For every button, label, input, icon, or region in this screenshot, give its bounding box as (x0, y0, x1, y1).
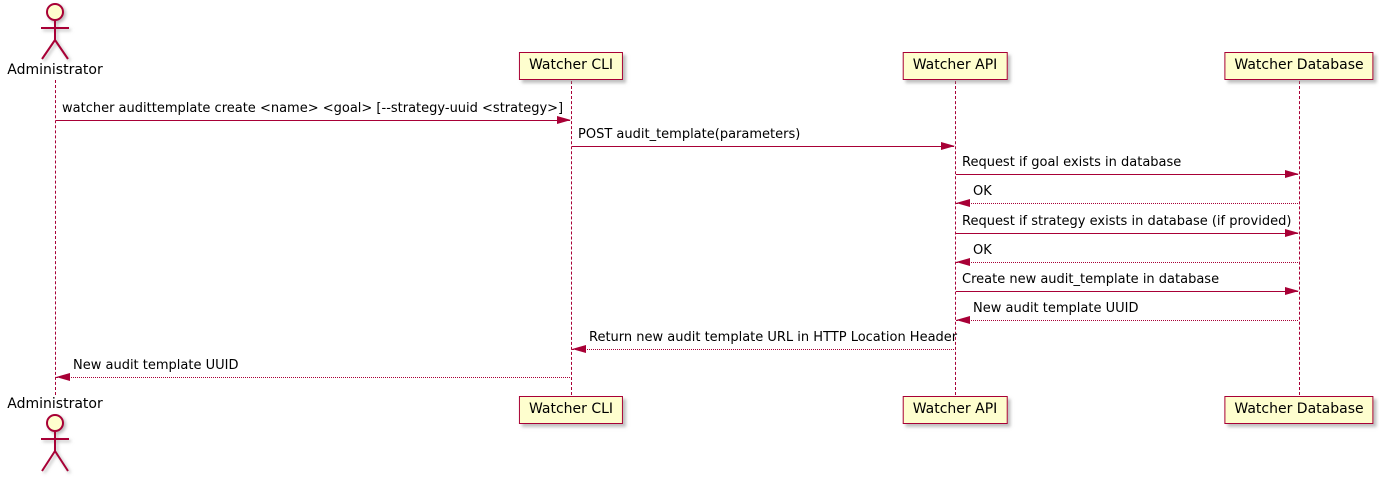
message-label: Create new audit_template in database (962, 272, 1220, 287)
arrowhead-icon (1285, 170, 1299, 178)
arrowhead-icon (572, 345, 586, 353)
lifeline-watcher-api (955, 81, 956, 395)
message-line (956, 174, 1298, 175)
participant-watcher-cli-top: Watcher CLI (518, 52, 624, 80)
message-line (956, 203, 1298, 204)
participant-watcher-database-bottom: Watcher Database (1224, 396, 1374, 424)
actor-label-administrator-bottom: Administrator (7, 396, 103, 412)
participant-watcher-database-top: Watcher Database (1224, 52, 1374, 80)
lifeline-watcher-database (1299, 81, 1300, 395)
message-line (572, 146, 954, 147)
participant-watcher-api-bottom: Watcher API (902, 396, 1008, 424)
lifeline-administrator (55, 80, 56, 395)
message-line (56, 120, 570, 121)
message-label: New audit template UUID (973, 301, 1139, 316)
message-line (956, 262, 1298, 263)
message-label: POST audit_template(parameters) (578, 127, 801, 142)
message-label: Return new audit template URL in HTTP Lo… (589, 330, 958, 345)
message-line (56, 377, 570, 378)
message-line (956, 320, 1298, 321)
message-label: watcher audittemplate create <name> <goa… (62, 101, 564, 116)
message-line (956, 291, 1298, 292)
message-line (572, 349, 954, 350)
message-label: Request if strategy exists in database (… (962, 214, 1292, 229)
message-label: New audit template UUID (73, 358, 239, 373)
arrowhead-icon (956, 199, 970, 207)
arrowhead-icon (56, 373, 70, 381)
arrowhead-icon (1285, 287, 1299, 295)
message-line (956, 233, 1298, 234)
actor-administrator-icon-bottom (41, 414, 69, 472)
arrowhead-icon (1285, 229, 1299, 237)
message-label: OK (973, 243, 992, 258)
message-label: OK (973, 184, 992, 199)
actor-label-administrator-top: Administrator (7, 62, 103, 78)
participant-watcher-cli-bottom: Watcher CLI (518, 396, 624, 424)
message-label: Request if goal exists in database (962, 155, 1182, 170)
actor-administrator-icon (41, 3, 69, 60)
lifeline-watcher-cli (571, 81, 572, 395)
arrowhead-icon (557, 116, 571, 124)
arrowhead-icon (956, 316, 970, 324)
arrowhead-icon (941, 142, 955, 150)
arrowhead-icon (956, 258, 970, 266)
participant-watcher-api-top: Watcher API (902, 52, 1008, 80)
